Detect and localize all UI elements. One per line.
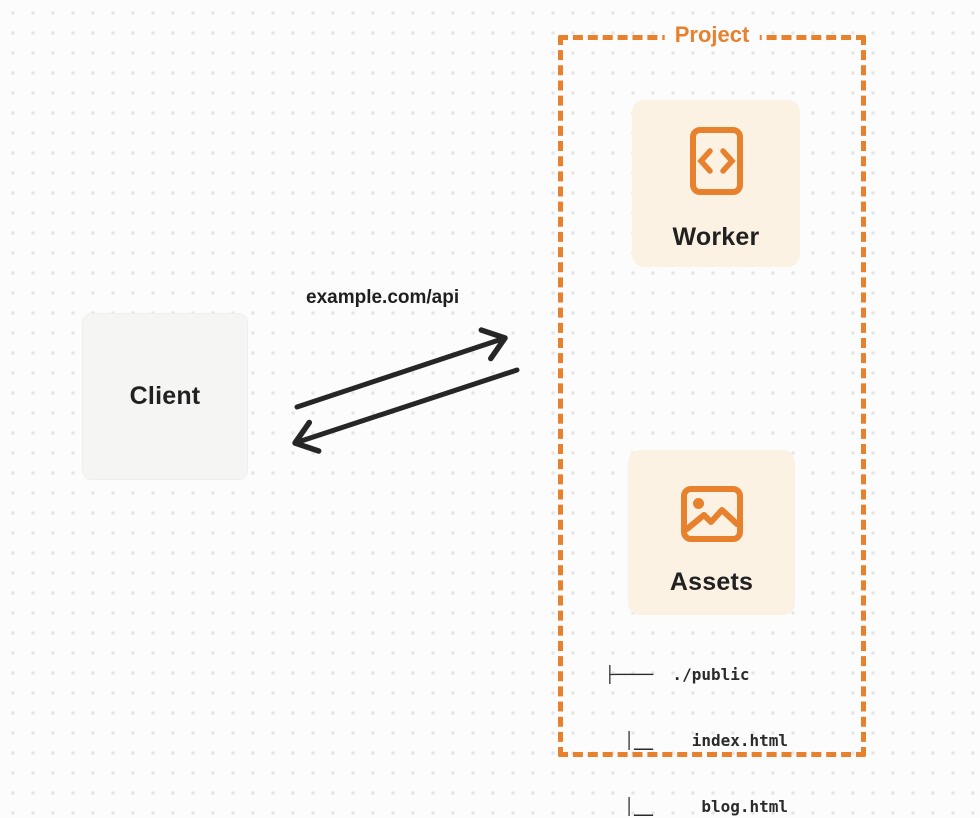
code-icon xyxy=(689,127,743,195)
image-icon xyxy=(680,486,743,542)
file-tree-line-root: ├──── ./public xyxy=(605,665,750,684)
request-url-label: example.com/api xyxy=(306,287,460,308)
request-arrow xyxy=(294,327,508,410)
file-tree: ├──── ./public │__ index.html │__ blog.h… xyxy=(605,620,788,818)
response-arrow xyxy=(292,367,520,454)
assets-label: Assets xyxy=(669,568,754,596)
client-label: Client xyxy=(129,382,201,410)
file-tree-line-blog: │__ blog.html xyxy=(605,797,789,816)
project-boundary: Project Worker Assets ├──── ./public │__… xyxy=(558,22,866,816)
client-node: Client xyxy=(82,313,248,480)
project-label: Project xyxy=(664,22,760,48)
assets-node: Assets xyxy=(628,450,795,615)
file-tree-line-index: │__ index.html xyxy=(605,731,789,750)
worker-node: Worker xyxy=(632,100,800,267)
worker-label: Worker xyxy=(672,223,760,251)
